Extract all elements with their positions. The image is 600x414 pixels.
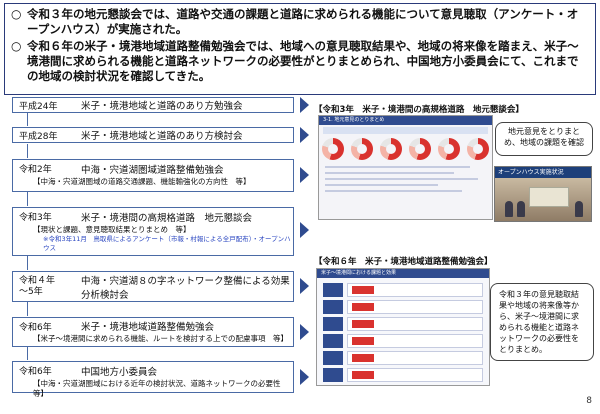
step-title: 米子・境港地域と道路のあり方検討会 (81, 131, 243, 142)
step-title: 米子・境港地域と道路のあり方勉強会 (81, 101, 243, 112)
timeline-step: 令和6年 米子・境港地域道路整備勉強会 【米子～境港間に求められる機能、ルートを検… (12, 317, 294, 347)
arrow-right-icon (300, 369, 309, 385)
arrow-right-icon (300, 278, 309, 294)
slide-text-lines (325, 166, 486, 192)
timeline-connector (27, 302, 28, 316)
page-number: 8 (586, 396, 592, 406)
summary-box: ○ 令和３年の地元懇談会では、道路や交通の課題と道路に求められる機能について意見… (4, 3, 596, 95)
arrow-right-icon (300, 324, 309, 340)
step-title: 中海・宍道湖圏域道路整備勉強会 (81, 164, 224, 176)
donut-chart-icon (380, 138, 403, 160)
step-year: 令和6年 (19, 322, 52, 333)
slide-row (347, 317, 483, 331)
arrow-right-icon (300, 222, 309, 238)
benkyokai-caption: 【令和６年 米子・境港地域道路整備勉強会】 (314, 257, 493, 267)
step-year: 令和４年 ～5年 (19, 275, 56, 297)
timeline-connector (27, 346, 28, 360)
step-detail: 【中海・宍道湖圏域の道路交通課題、機能輸強化の方向性 等】 (33, 177, 251, 186)
benkyokai-slide-image: 米子～境港間における課題と効果 (316, 268, 490, 386)
timeline-connector (27, 256, 28, 270)
step-title: 中国地方小委員会 (81, 366, 158, 378)
step-title: 米子・境港間の高規格道路 地元懇談会 (81, 212, 253, 224)
donut-chart-icon (466, 138, 489, 160)
donut-chart-icon (351, 138, 374, 160)
openhouse-sign: オープンハウス実施状況 (495, 167, 591, 178)
step-year: 平成24年 (19, 101, 58, 112)
slide-subheader (323, 127, 488, 134)
step-year: 令和2年 (19, 165, 52, 175)
donut-chart-group (319, 138, 492, 160)
arrow-right-icon (300, 167, 309, 183)
slide-row (347, 300, 483, 314)
step-detail: 【現状と課題、意見聴取結果とりまとめ 等】 (33, 225, 191, 234)
step-title: 米子・境港地域道路整備勉強会 (81, 322, 215, 333)
timeline-step: 令和2年 中海・宍道湖圏域道路整備勉強会 【中海・宍道湖圏域の道路交通課題、機能輸… (12, 159, 294, 192)
konwakai-slide-image: 3-1. 地元意見のとりまとめ (318, 115, 493, 220)
slide-flow-bars (323, 283, 343, 385)
timeline-connector (27, 192, 28, 206)
donut-chart-icon (322, 138, 345, 160)
summary-text: 令和３年の地元懇談会では、道路や交通の課題と道路に求められる機能について意見聴取… (27, 7, 579, 36)
step-year: 平成28年 (19, 131, 58, 142)
person-figure (517, 201, 525, 217)
donut-chart-icon (437, 138, 460, 160)
step-year: 令和3年 (19, 213, 52, 223)
step-detail: 【米子～境港間に求められる機能、ルートを検討する上での配慮事項 等】 (33, 334, 288, 343)
openhouse-photo: オープンハウス実施状況 (494, 166, 592, 222)
slide-header: 3-1. 地元意見のとりまとめ (319, 116, 492, 125)
person-figure (505, 201, 513, 217)
bullet-icon: ○ (11, 39, 22, 53)
step-year: 令和6年 (19, 367, 52, 377)
timeline-step: 令和3年 米子・境港間の高規格道路 地元懇談会 【現状と課題、意見聴取結果とりまと… (12, 207, 294, 256)
slide-row (347, 368, 483, 382)
step-note: ※令和3年11月 鳥取県によるアンケート（市報・村報による全戸配布）・オープンハ… (43, 235, 291, 252)
arrow-right-icon (300, 97, 309, 113)
timeline-step: 令和４年 ～5年 中海・宍道湖８の字ネットワーク整備による効果分析検討会 (12, 271, 294, 302)
bullet-icon: ○ (11, 7, 22, 21)
slide-row (347, 351, 483, 365)
slide-row (347, 283, 483, 297)
summary-item: ○ 令和３年の地元懇談会では、道路や交通の課題と道路に求められる機能について意見… (11, 7, 589, 37)
donut-chart-icon (408, 138, 431, 160)
timeline-step: 平成24年 米子・境港地域と道路のあり方勉強会 (12, 97, 294, 113)
person-figure (575, 201, 583, 217)
slide-row (347, 334, 483, 348)
timeline-connector (27, 144, 28, 158)
callout-benkyokai: 令和３年の意見聴取結果や地域の将来像等から、米子～境港間に求められる機能と道路ネ… (490, 283, 594, 361)
arrow-right-icon (300, 127, 309, 143)
timeline-connector (27, 112, 28, 126)
slide-header: 米子～境港間における課題と効果 (317, 269, 489, 278)
step-title: 中海・宍道湖８の字ネットワーク整備による効果分析検討会 (81, 275, 290, 301)
callout-konwakai: 地元意見をとりまとめ、地域の課題を確認 (495, 122, 593, 156)
display-board (529, 187, 569, 207)
step-detail: 【中海・宍道湖圏域における近年の検討状況、道路ネットワークの必要性 等】 (33, 379, 288, 398)
summary-text: 令和６年の米子・境港地域道路整備勉強会では、地域への意見聴取結果や、地域の将来像… (27, 39, 579, 83)
summary-item: ○ 令和６年の米子・境港地域道路整備勉強会では、地域への意見聴取結果や、地域の将… (11, 39, 589, 84)
timeline-step: 平成28年 米子・境港地域と道路のあり方検討会 (12, 127, 294, 143)
timeline-step: 令和6年 中国地方小委員会 【中海・宍道湖圏域における近年の検討状況、道路ネットワ… (12, 361, 294, 398)
konwakai-caption: 【令和3年 米子・境港間の高規格道路 地元懇談会】 (314, 105, 524, 115)
